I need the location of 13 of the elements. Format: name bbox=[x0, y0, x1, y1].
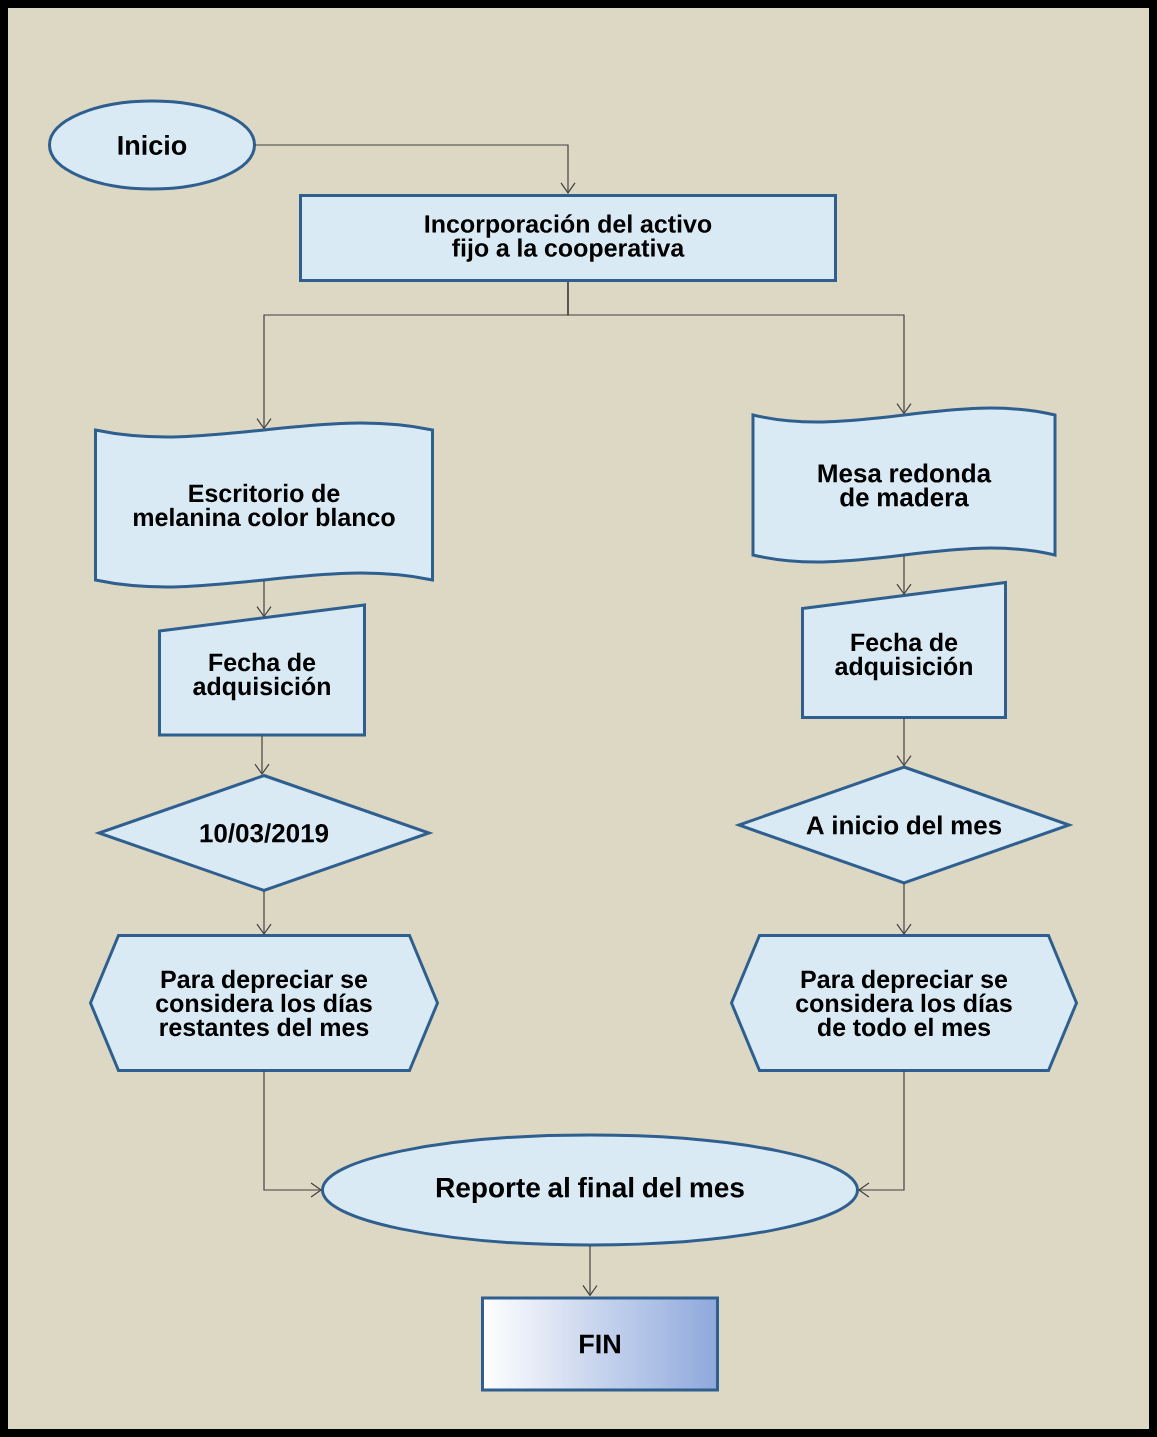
arrow bbox=[896, 554, 912, 596]
terminal-box: FIN bbox=[481, 1296, 719, 1392]
arrow bbox=[256, 579, 272, 618]
arrow bbox=[254, 144, 576, 194]
arrow bbox=[896, 882, 912, 936]
arrow bbox=[857, 1070, 905, 1198]
arrow bbox=[263, 1070, 323, 1198]
arrow bbox=[896, 717, 912, 767]
process-box: Incorporación del activo fijo a la cooperativa bbox=[299, 194, 837, 282]
arrow bbox=[254, 734, 270, 776]
arrow bbox=[567, 281, 912, 415]
arrow bbox=[256, 890, 272, 936]
arrow bbox=[582, 1244, 598, 1297]
